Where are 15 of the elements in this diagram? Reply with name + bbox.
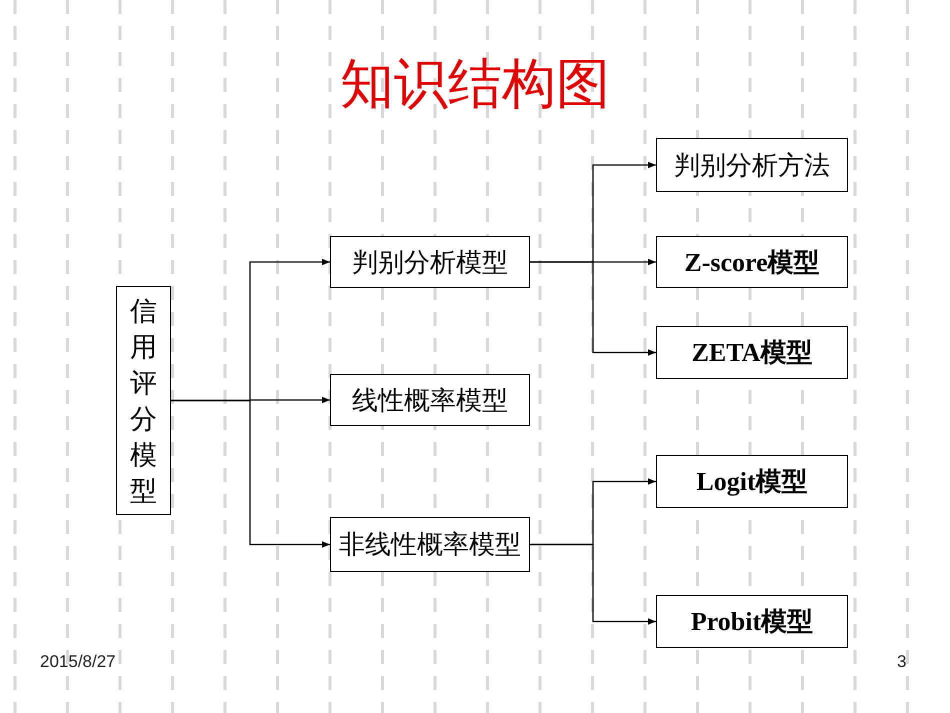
page-number: 3: [897, 652, 906, 672]
process-box: 判别分析模型: [330, 236, 530, 288]
title: 知识结构图: [339, 51, 611, 117]
process-box: 判别分析方法: [656, 138, 848, 192]
process-box: Probit模型: [656, 595, 848, 648]
process-box: Logit模型: [656, 455, 848, 508]
arrow: [530, 261, 656, 356]
date-label: 2015/8/27: [40, 652, 116, 672]
process-box: 线性概率模型: [330, 374, 530, 426]
process-box: 信用评分模型: [116, 286, 171, 515]
arrow: [171, 400, 330, 548]
process-box: Z-score模型: [656, 236, 848, 288]
process-box: ZETA模型: [656, 326, 848, 379]
process-box: 非线性概率模型: [330, 517, 530, 572]
arrow: [530, 544, 656, 625]
